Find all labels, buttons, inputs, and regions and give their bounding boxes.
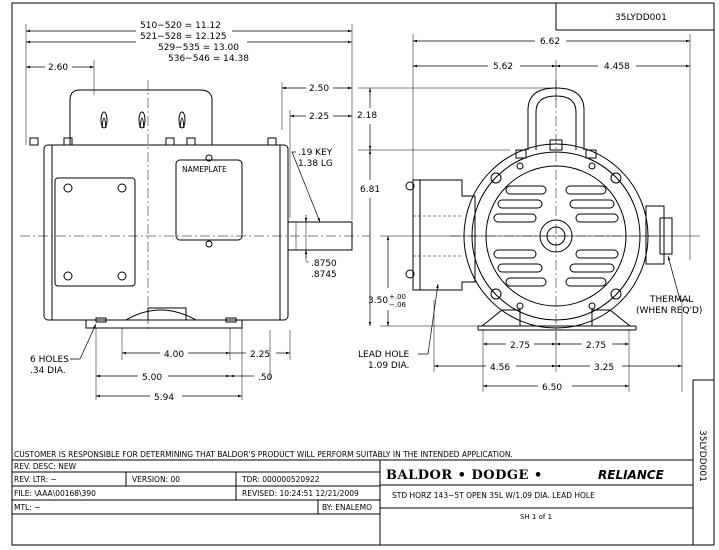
dim-4-00: 4.00 <box>164 350 184 360</box>
length-table-row-3: 529−535 = 13.00 <box>158 43 239 53</box>
dim-2-18: 2.18 <box>357 111 377 121</box>
lead-hole-dia-note: 1.09 DIA. <box>368 361 409 371</box>
logo-baldor-dodge: BALDOR • DODGE • <box>386 468 543 483</box>
file-path: FILE: \AAA\00168\390 <box>14 489 96 498</box>
dim-2-75-right: 2.75 <box>586 341 606 351</box>
end-view: 6.62 5.62 4.458 2.18 6.81 3.50 +.00 −.06 <box>357 34 702 393</box>
dim-3-25: 3.25 <box>594 363 614 373</box>
drawing-border <box>11 2 715 546</box>
dim-5-62: 5.62 <box>493 62 513 72</box>
holes-count-note: 6 HOLES <box>30 355 69 365</box>
dim-3-50-tol-minus: −.06 <box>389 301 407 309</box>
lead-hole-note: LEAD HOLE <box>358 350 410 360</box>
dim-5-94: 5.94 <box>154 393 174 403</box>
dim-6-62: 6.62 <box>540 37 560 47</box>
logo-reliance: RELIANCE <box>598 468 665 482</box>
nameplate-label: NAMEPLATE <box>182 165 227 174</box>
length-table-row-4: 536−546 = 14.38 <box>168 54 249 64</box>
drawn-by: BY: ENALEMO <box>322 503 372 512</box>
dim-2-25-shaft: 2.25 <box>309 112 329 122</box>
key-length-note: 1.38 LG <box>298 159 333 169</box>
dim-6-50: 6.50 <box>542 383 562 393</box>
dim-5-00: 5.00 <box>142 373 162 383</box>
thermal-note-when: (WHEN REQ'D) <box>636 306 702 316</box>
drawing-number: 35LYDD001 <box>615 13 667 23</box>
part-description: STD HORZ 143−5T OPEN 35L W/1.09 DIA. LEA… <box>392 491 595 500</box>
dim-2-60: 2.60 <box>48 63 68 73</box>
sheet-number: SH 1 of 1 <box>520 513 552 521</box>
material: MTL: − <box>14 503 40 512</box>
dim-2-50: 2.50 <box>309 84 329 94</box>
disclaimer-text: CUSTOMER IS RESPONSIBLE FOR DETERMINING … <box>14 450 513 459</box>
rev-desc: REV. DESC: NEW <box>14 462 77 471</box>
thermal-note: THERMAL <box>649 295 693 305</box>
tdr-number: TDR: 000000520922 <box>241 475 320 484</box>
title-block: CUSTOMER IS RESPONSIBLE FOR DETERMINING … <box>12 450 693 545</box>
dim-4-56: 4.56 <box>490 363 510 373</box>
key-size-note: .19 KEY <box>298 148 333 158</box>
revised-date: REVISED: 10:24:51 12/21/2009 <box>242 489 359 498</box>
dim-2-75-left: 2.75 <box>510 341 530 351</box>
dim-0-50: .50 <box>258 373 273 383</box>
dim-3-50: 3.50 <box>368 296 388 306</box>
version: VERSION: 00 <box>132 475 180 484</box>
front-view: 510−520 = 11.12 521−528 = 12.125 529−535… <box>20 21 370 403</box>
dim-6-81: 6.81 <box>360 185 380 195</box>
length-table-row-2: 521−528 = 12.125 <box>140 32 227 42</box>
rev-ltr: REV. LTR: − <box>14 475 57 484</box>
dim-3-50-tol-plus: +.00 <box>389 293 406 301</box>
drawing-number-vertical: 35LYDD001 <box>697 430 707 482</box>
length-table-row-1: 510−520 = 11.12 <box>140 21 221 31</box>
dim-4-458: 4.458 <box>604 62 630 72</box>
dim-2-25-bottom: 2.25 <box>250 350 270 360</box>
holes-dia-note: .34 DIA. <box>30 366 66 376</box>
shaft-dia-max: .8750 <box>311 259 337 269</box>
shaft-dia-min: .8745 <box>311 270 337 280</box>
